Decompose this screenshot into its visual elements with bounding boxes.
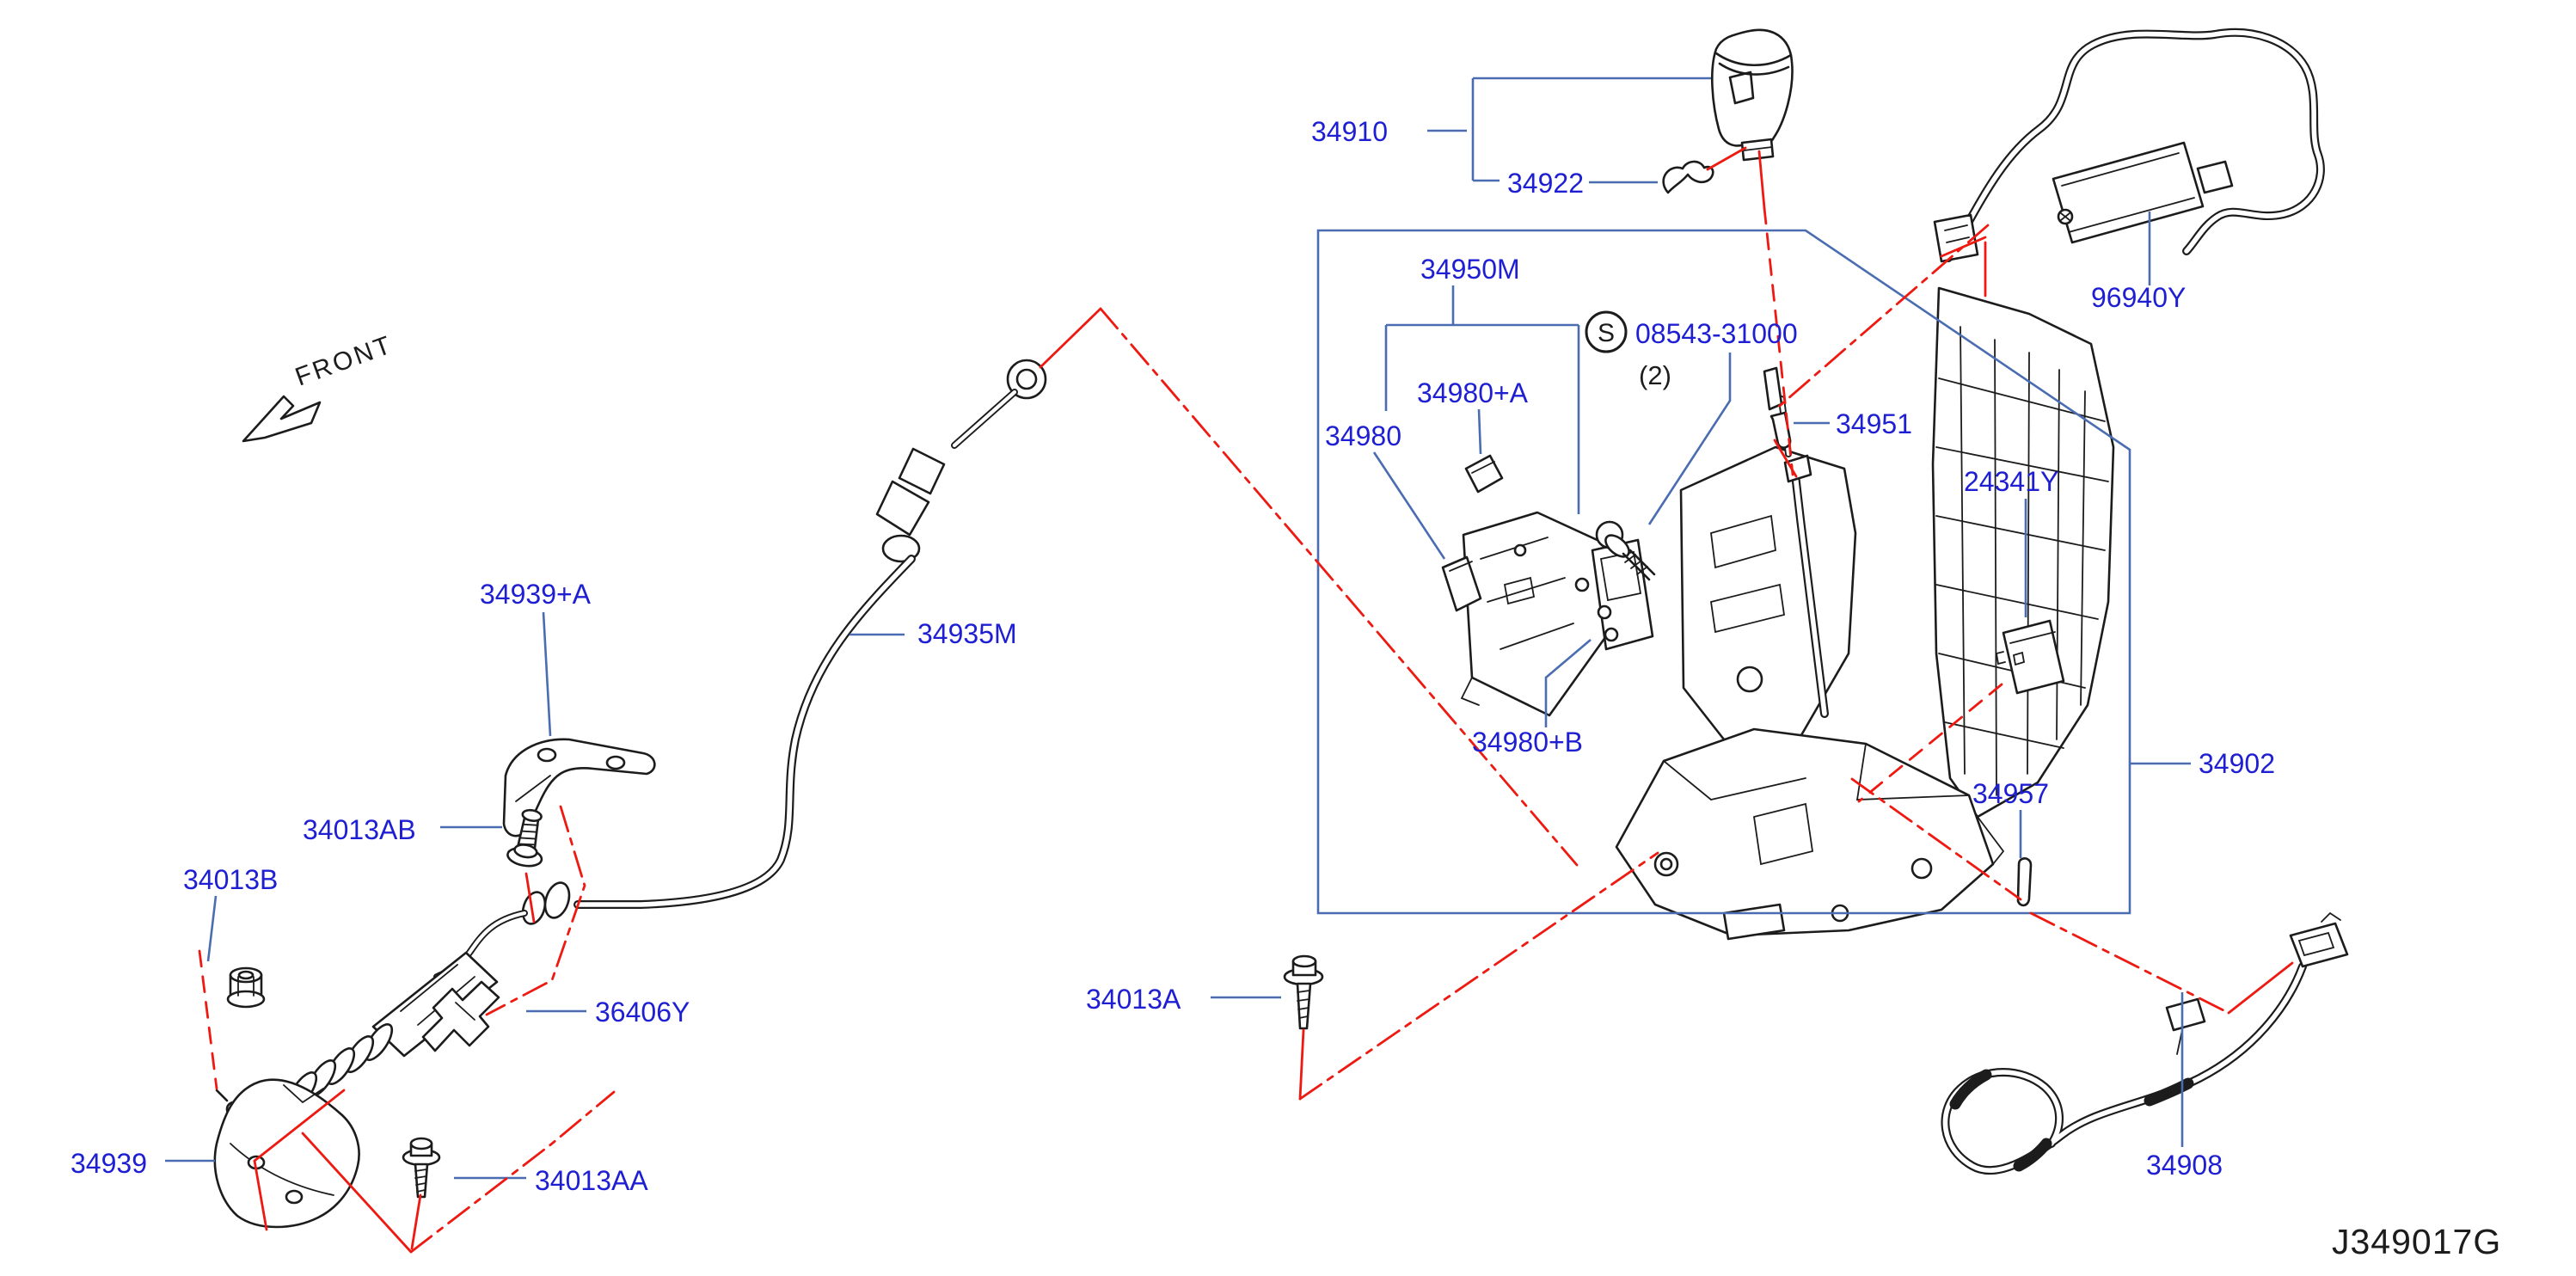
part-label-34910[interactable]: 34910	[1311, 116, 1388, 147]
part-label-34013B[interactable]: 34013B	[183, 864, 278, 895]
shift-knob-drawing	[1710, 28, 1794, 162]
part-label-34980A[interactable]: 34980+A	[1417, 377, 1529, 408]
part-label-34922[interactable]: 34922	[1507, 168, 1584, 199]
part-label-34939[interactable]: 34939	[71, 1148, 147, 1179]
part-qty-08543-31000: (2)	[1639, 360, 1671, 390]
part-label-34980B[interactable]: 34980+B	[1472, 727, 1583, 758]
part-label-34957[interactable]: 34957	[1972, 778, 2049, 809]
bolt-34013AB-drawing	[506, 808, 543, 868]
part-label-34908[interactable]: 34908	[2146, 1150, 2223, 1181]
nut-34013B-drawing	[226, 966, 266, 1009]
bolt-34013AA-drawing	[402, 1137, 441, 1199]
screw-symbol-letter: S	[1598, 319, 1615, 347]
blue-leader-lines	[165, 77, 2191, 1180]
knob-lock-pin-drawing	[1662, 160, 1714, 194]
part-label-34950M[interactable]: 34950M	[1420, 254, 1520, 285]
control-cable-drawing	[215, 359, 1047, 1135]
part-label-34980[interactable]: 34980	[1325, 420, 1401, 451]
front-indicator: FRONT	[291, 330, 396, 391]
sensor-cable-34908-drawing	[1941, 911, 2349, 1175]
part-label-34939A[interactable]: 34939+A	[480, 579, 592, 610]
cable-bracket-34939A-drawing	[502, 738, 656, 837]
part-label-08543-31000[interactable]: 08543-31000	[1635, 318, 1798, 349]
bracket-34939-drawing	[213, 1078, 360, 1229]
bolt-34013A-drawing	[1283, 954, 1324, 1030]
part-label-34013AA[interactable]: 34013AA	[535, 1165, 648, 1196]
assembly-group-box	[1316, 229, 2131, 915]
screw-symbol-icon	[1585, 310, 1628, 353]
part-label-34013A[interactable]: 34013A	[1086, 984, 1181, 1015]
clamp-36406Y-drawing	[421, 980, 500, 1052]
part-label-34951[interactable]: 34951	[1836, 408, 1912, 439]
diagram-code: J349017G	[2332, 1222, 2501, 1261]
part-label-36406Y[interactable]: 36406Y	[595, 997, 690, 1028]
part-label-24341Y[interactable]: 24341Y	[1964, 466, 2058, 497]
front-arrow-icon	[242, 395, 322, 443]
part-labels-layer: 34910 34922 96940Y 34950M S (2) 08543-31000 349…	[71, 116, 2501, 1261]
part-label-34013AB[interactable]: 34013AB	[303, 814, 416, 845]
part-label-34902[interactable]: 34902	[2199, 748, 2275, 779]
part-label-96940Y[interactable]: 96940Y	[2091, 282, 2186, 313]
shifter-assembly-drawing	[1441, 286, 2115, 941]
red-leader-lines	[198, 146, 2294, 1254]
harness-96940Y-drawing	[1933, 28, 2325, 263]
part-label-34935M[interactable]: 34935M	[917, 618, 1017, 649]
